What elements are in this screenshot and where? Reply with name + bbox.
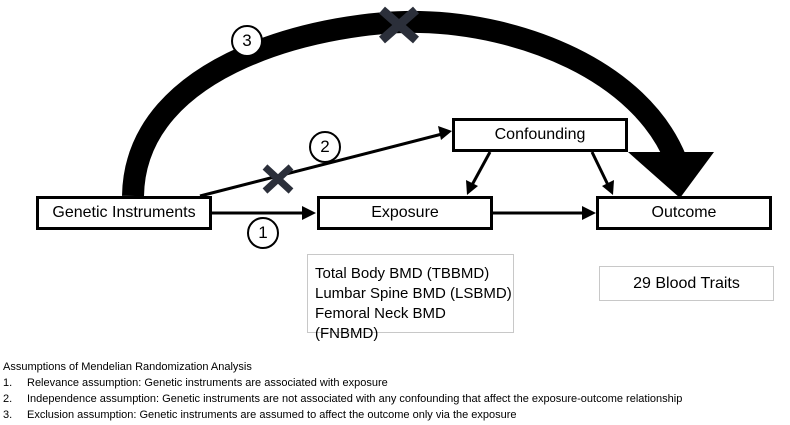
node-exposure: Exposure	[317, 196, 493, 230]
path-3-arrowhead	[628, 152, 714, 198]
outcome-traits-label: 29 Blood Traits	[633, 274, 740, 292]
legend-item-3: 3. Exclusion assumption: Genetic instrume…	[3, 407, 682, 423]
legend-item-2-text: Independence assumption: Genetic instrum…	[27, 393, 683, 405]
exposure-to-outcome-arrowhead	[582, 206, 596, 220]
node-genetic-instruments: Genetic Instruments	[36, 196, 212, 230]
confounding-to-exposure-arrowhead	[466, 180, 478, 195]
marker-2: 2	[309, 131, 341, 163]
exposure-trait-fnbmd: Femoral Neck BMD (FNBMD)	[315, 305, 446, 342]
path-2-line	[199, 131, 447, 198]
legend-item-1-number: 1.	[3, 377, 13, 389]
exposure-traits-box: Total Body BMD (TBBMD) Lumbar Spine BMD …	[307, 254, 514, 342]
exposure-trait-tbbmd: Total Body BMD (TBBMD)	[315, 265, 490, 282]
cross-icon-path-3	[379, 6, 419, 44]
legend-title: Assumptions of Mendelian Randomization A…	[3, 361, 252, 373]
legend-item-3-number: 3.	[3, 409, 13, 421]
marker-1: 1	[247, 217, 279, 249]
assumptions-legend: Assumptions of Mendelian Randomization A…	[3, 359, 682, 423]
legend-item-2: 2. Independence assumption: Genetic instr…	[3, 391, 682, 407]
confounding-to-exposure-line	[470, 151, 492, 186]
outcome-traits-box: 29 Blood Traits	[599, 266, 774, 301]
confounding-to-outcome-arrowhead	[602, 180, 614, 195]
legend-item-3-text: Exclusion assumption: Genetic instrument…	[27, 409, 517, 421]
node-confounding: Confounding	[452, 118, 628, 152]
legend-item-1-text: Relevance assumption: Genetic instrument…	[27, 377, 388, 389]
path-2-arrowhead	[438, 126, 452, 140]
path-3-curve	[122, 10, 687, 197]
exposure-trait-lsbmd: Lumbar Spine BMD (LSBMD)	[315, 285, 512, 302]
path-1-arrowhead	[302, 206, 316, 220]
cross-icon-path-2	[262, 164, 294, 194]
confounding-to-outcome-line	[590, 151, 610, 186]
node-outcome: Outcome	[596, 196, 772, 230]
legend-item-2-number: 2.	[3, 393, 13, 405]
legend-item-1: 1. Relevance assumption: Genetic instrume…	[3, 375, 682, 391]
marker-3: 3	[231, 25, 263, 57]
